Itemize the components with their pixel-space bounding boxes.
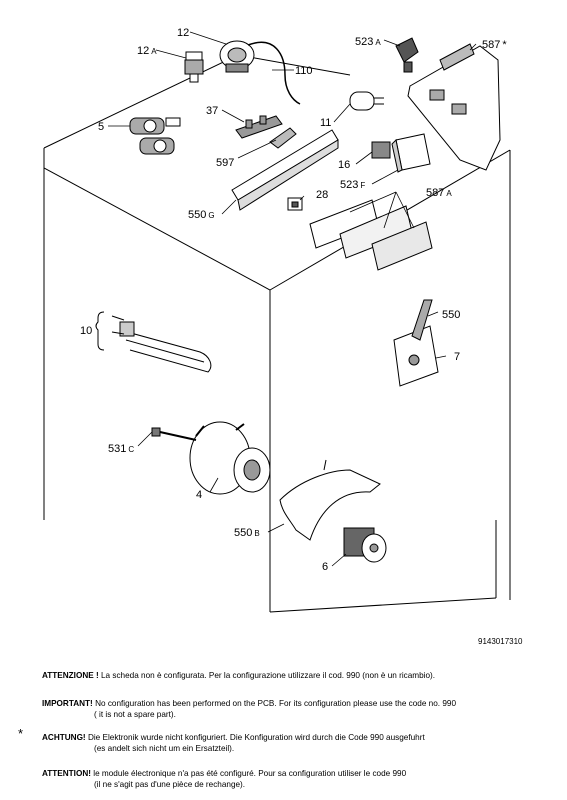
water-valve-part-5 <box>129 117 181 155</box>
pcb-boards-part-587a <box>309 199 433 271</box>
label-7: 7 <box>454 351 460 363</box>
screw-part-531c <box>151 427 197 441</box>
label-587-star: 587* <box>482 39 507 51</box>
leader-lines <box>108 31 477 567</box>
label-28: 28 <box>316 189 328 201</box>
label-6: 6 <box>322 561 328 573</box>
label-37: 37 <box>206 105 218 117</box>
cable-clip-part-37 <box>235 115 283 139</box>
label-550: 550 <box>442 309 460 321</box>
note-german: ACHTUNG! Die Elektronik wurde nicht konf… <box>42 732 425 754</box>
asterisk-marker: * <box>18 726 24 741</box>
relay-part-16 <box>371 141 391 159</box>
label-12: 12 <box>177 27 189 39</box>
switch-part-28 <box>287 197 303 211</box>
heater-element-part-10 <box>111 315 212 373</box>
control-unit-part-587-star <box>407 43 501 171</box>
note-english-text: No configuration has been performed on t… <box>92 699 457 708</box>
bracket-part-597 <box>269 127 297 149</box>
cabinet-outline <box>43 54 511 613</box>
label-10: 10 <box>80 325 92 337</box>
label-5: 5 <box>98 121 104 133</box>
lever-part-550 <box>411 299 433 341</box>
label-11: 11 <box>320 117 331 129</box>
pump-part-6 <box>343 527 387 563</box>
note-french-line2: (il ne s'agit pas d'une pièce de rechang… <box>94 780 246 789</box>
cover-part-550b <box>279 459 381 541</box>
note-german-heading: ACHTUNG! <box>42 733 86 742</box>
note-english-line2: ( it is not a spare part). <box>94 710 176 719</box>
capacitor-part-11 <box>349 91 384 111</box>
note-german-line2: (es andelt sich nicht um ein Ersatzteil)… <box>94 744 235 753</box>
document-id: 9143017310 <box>478 637 523 646</box>
note-english: IMPORTANT! No configuration has been per… <box>42 698 456 720</box>
label-110: 110 <box>295 65 313 77</box>
door-lock-part-523f <box>391 133 431 173</box>
note-italian-heading: ATTENZIONE ! <box>42 671 99 680</box>
label-16: 16 <box>338 159 350 171</box>
pressure-valve-part-12a <box>184 51 204 83</box>
bracket-10 <box>95 311 105 351</box>
door-switch-part-523a <box>395 37 419 73</box>
note-italian-text: La scheda non è configurata. Per la conf… <box>98 671 436 680</box>
note-french: ATTENTION! le module électronique n'a pa… <box>42 768 406 790</box>
note-english-heading: IMPORTANT! <box>42 699 93 708</box>
label-4: 4 <box>196 489 202 501</box>
panel-strip-part-550g <box>231 129 339 211</box>
motor-part-4 <box>189 421 271 495</box>
note-french-heading: ATTENTION! <box>42 769 91 778</box>
note-german-text: Die Elektronik wurde nicht konfiguriert.… <box>85 733 425 742</box>
note-italian: ATTENZIONE ! La scheda non è configurata… <box>42 670 435 681</box>
note-french-text: le module électronique n'a pas été confi… <box>90 769 407 778</box>
label-597: 597 <box>216 157 234 169</box>
pressure-switch-part-12 <box>219 40 301 105</box>
